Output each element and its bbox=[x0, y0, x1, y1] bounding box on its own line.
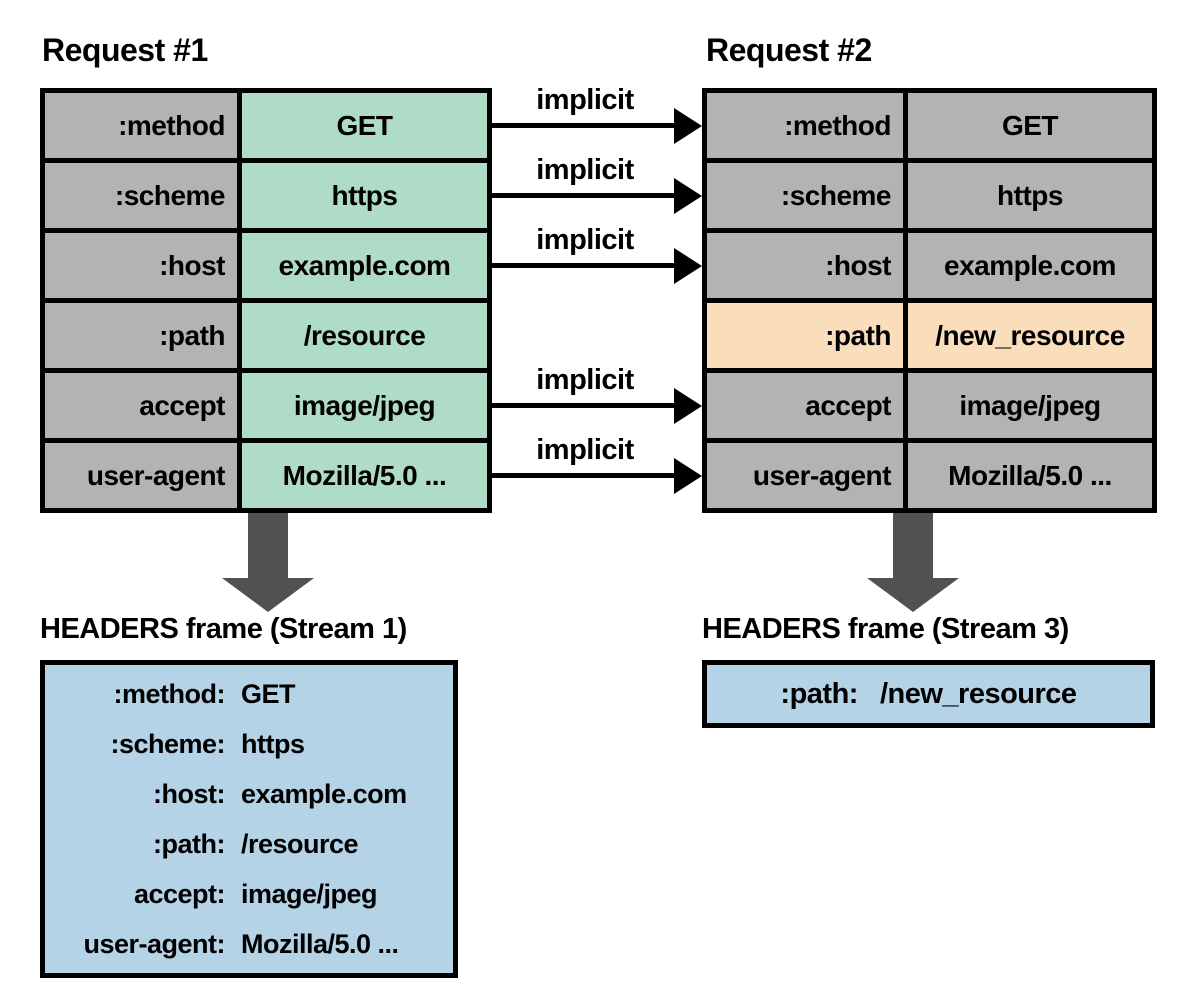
arrow-line bbox=[492, 123, 674, 128]
frame-header-line: :scheme: https bbox=[45, 719, 453, 769]
header-name-cell: accept bbox=[45, 373, 237, 438]
arrow-line bbox=[492, 403, 674, 408]
implicit-label: implicit bbox=[536, 223, 634, 256]
header-value-cell: image/jpeg bbox=[242, 373, 487, 438]
frame-header-name: :method: bbox=[113, 679, 226, 709]
arrow-head-icon bbox=[674, 177, 702, 214]
header-value-cell: example.com bbox=[908, 233, 1152, 298]
implicit-label: implicit bbox=[536, 433, 634, 466]
frame3-title: HEADERS frame (Stream 3) bbox=[702, 613, 1069, 645]
frame-header-value: Mozilla/5.0 ... bbox=[241, 929, 399, 959]
frame-header-name: :path: bbox=[780, 678, 858, 710]
header-name-cell: :host bbox=[707, 233, 903, 298]
frame-header-value: GET bbox=[241, 679, 296, 709]
header-value-cell: Mozilla/5.0 ... bbox=[908, 443, 1152, 508]
headers-frame-stream3-box: :path: /new_resource bbox=[702, 660, 1155, 728]
frame-header-line: :method: GET bbox=[45, 669, 453, 719]
frame-header-name: :host: bbox=[153, 779, 225, 809]
frame-header-line: :path: /resource bbox=[45, 819, 453, 869]
header-value-cell: https bbox=[908, 163, 1152, 228]
frame-header-value: image/jpeg bbox=[241, 879, 378, 909]
arrow-head-icon bbox=[674, 457, 702, 494]
frame-header-line: user-agent: Mozilla/5.0 ... bbox=[45, 919, 453, 969]
header-name-cell: :method bbox=[45, 93, 237, 158]
frame-header-line: accept: image/jpeg bbox=[45, 869, 453, 919]
frame-header-name: user-agent: bbox=[83, 929, 225, 959]
implicit-label: implicit bbox=[536, 153, 634, 186]
frame-header-name: :path: bbox=[153, 829, 225, 859]
arrow-head-icon bbox=[674, 247, 702, 284]
request1-title: Request #1 bbox=[42, 32, 208, 68]
frame-header-value: https bbox=[241, 729, 305, 759]
header-name-cell: user-agent bbox=[45, 443, 237, 508]
frame-header-line: :host: example.com bbox=[45, 769, 453, 819]
frame-header-value: /new_resource bbox=[879, 678, 1077, 710]
arrow-head-icon bbox=[674, 107, 702, 144]
header-name-cell: accept bbox=[707, 373, 903, 438]
frame-header-name: accept: bbox=[133, 879, 226, 909]
header-name-cell: :path bbox=[45, 303, 237, 368]
frame-header-name: :scheme: bbox=[110, 729, 225, 759]
arrow-line bbox=[492, 473, 674, 478]
arrow-head-icon bbox=[674, 387, 702, 424]
frame-header-line: :path: /new_resource bbox=[707, 666, 1150, 722]
header-name-cell: :method bbox=[707, 93, 903, 158]
frame-header-value: example.com bbox=[241, 779, 407, 809]
header-value-cell: /resource bbox=[242, 303, 487, 368]
implicit-label: implicit bbox=[536, 83, 634, 116]
header-name-cell: :scheme bbox=[707, 163, 903, 228]
header-value-cell: GET bbox=[242, 93, 487, 158]
header-value-cell: https bbox=[242, 163, 487, 228]
frame-header-value: /resource bbox=[241, 829, 359, 859]
request2-title: Request #2 bbox=[706, 32, 872, 68]
header-value-cell: Mozilla/5.0 ... bbox=[242, 443, 487, 508]
header-value-cell: image/jpeg bbox=[908, 373, 1152, 438]
header-value-cell: GET bbox=[908, 93, 1152, 158]
header-value-cell: /new_resource bbox=[908, 303, 1152, 368]
headers-frame-stream1-box: :method: GET :scheme: https :host: example.co… bbox=[40, 660, 458, 978]
implicit-label: implicit bbox=[536, 363, 634, 396]
header-value-cell: example.com bbox=[242, 233, 487, 298]
header-name-cell: :scheme bbox=[45, 163, 237, 228]
header-name-cell: :host bbox=[45, 233, 237, 298]
arrow-line bbox=[492, 263, 674, 268]
frame1-title: HEADERS frame (Stream 1) bbox=[40, 613, 407, 645]
arrow-line bbox=[492, 193, 674, 198]
header-name-cell: :path bbox=[707, 303, 903, 368]
header-name-cell: user-agent bbox=[707, 443, 903, 508]
